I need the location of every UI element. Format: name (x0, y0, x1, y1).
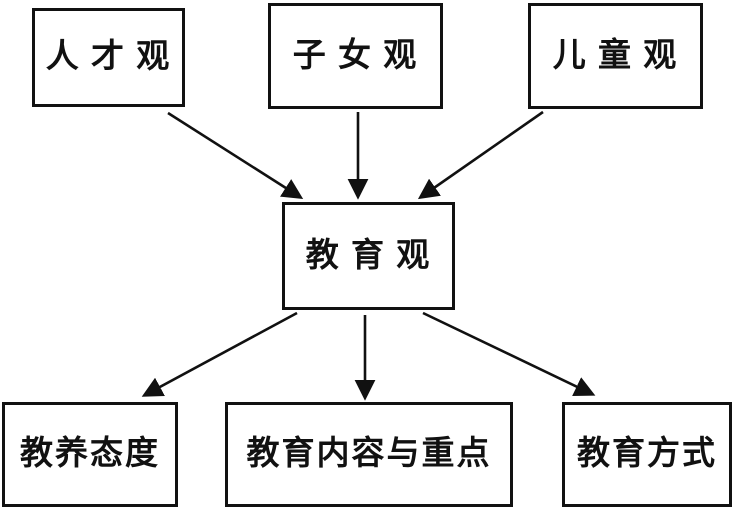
node-talent-view: 人 才 观 (32, 8, 185, 107)
node-offspring-view: 子 女 观 (268, 3, 443, 109)
node-offspring-view-label: 子 女 观 (292, 37, 419, 74)
node-education-content-focus-label: 教育内容与重点 (246, 436, 492, 472)
node-rearing-attitude: 教养态度 (2, 402, 178, 507)
node-child-view: 儿 童 观 (528, 3, 703, 109)
node-education-content-focus: 教育内容与重点 (225, 402, 513, 507)
node-talent-view-label: 人 才 观 (45, 39, 172, 75)
arrow-child-to-education (417, 110, 544, 200)
arrow-education-to-method (422, 311, 596, 397)
node-education-view: 教 育 观 (282, 202, 455, 310)
node-child-view-label: 儿 童 观 (552, 37, 679, 74)
node-education-method-label: 教育方式 (577, 436, 717, 472)
node-education-view-label: 教 育 观 (305, 237, 432, 274)
node-rearing-attitude-label: 教养态度 (20, 436, 160, 472)
node-education-method: 教育方式 (562, 402, 732, 507)
arrow-talent-to-education (167, 111, 304, 200)
arrow-education-to-attitude (141, 311, 298, 397)
